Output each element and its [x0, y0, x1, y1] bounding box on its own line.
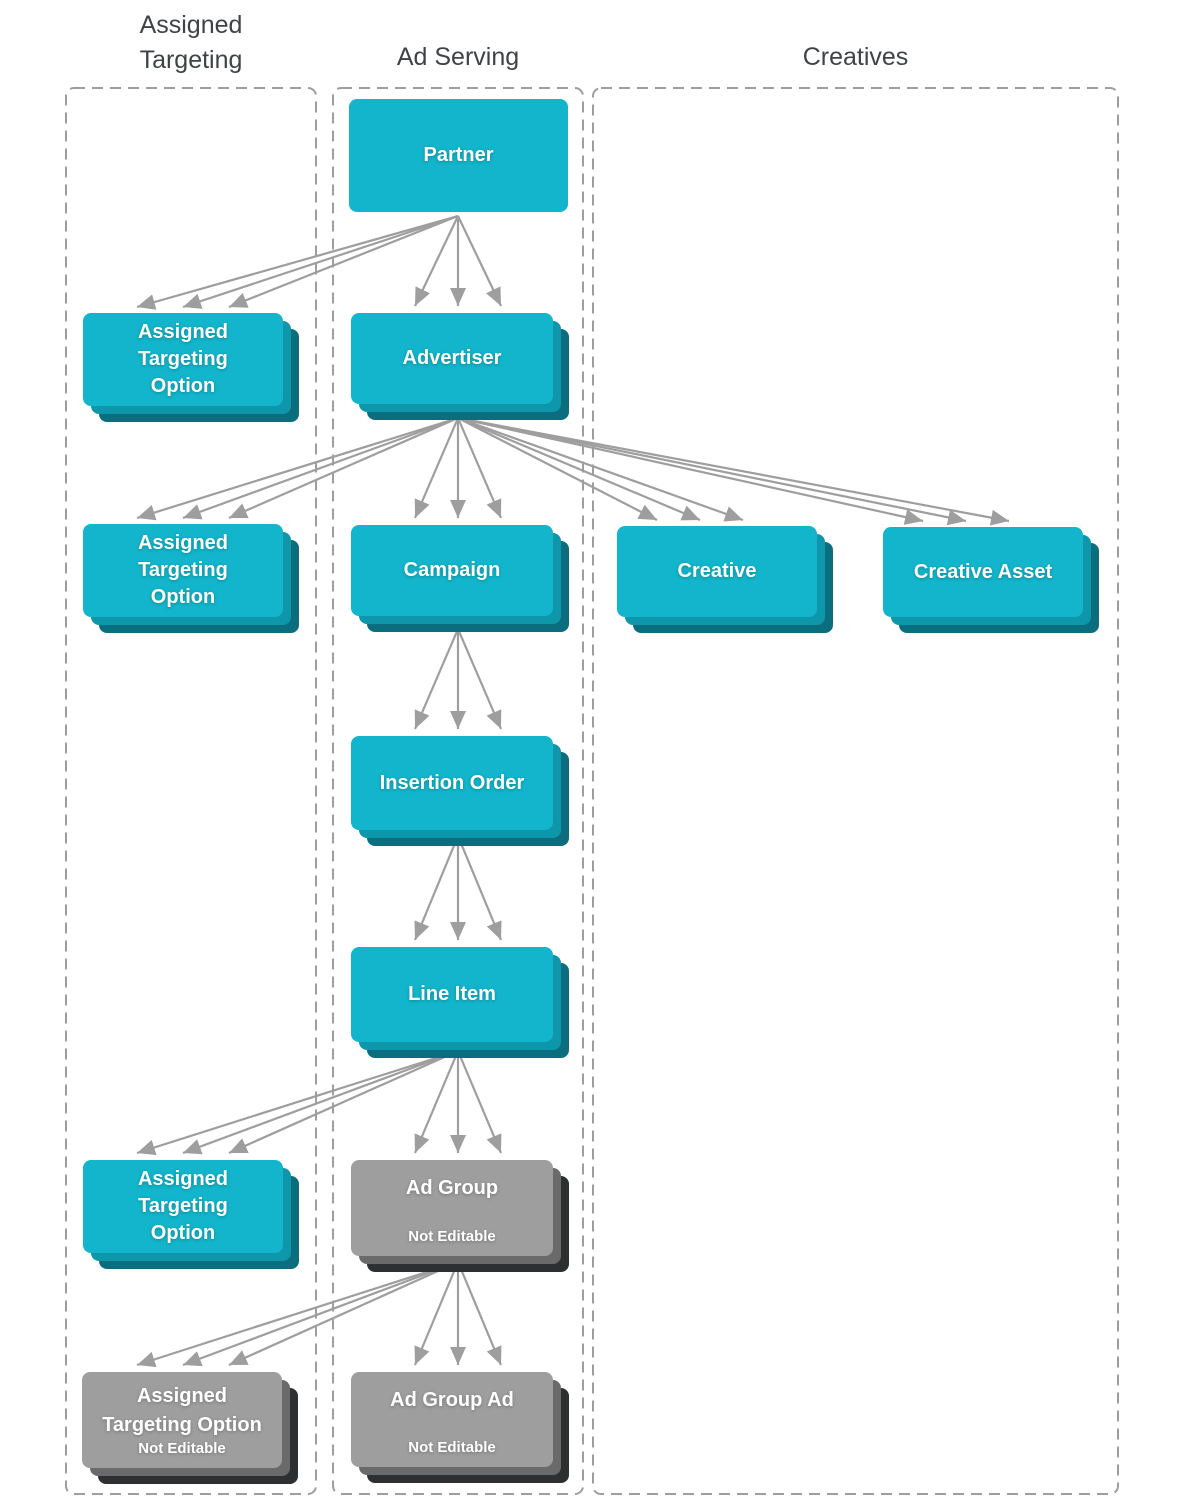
edges-ad-group-to-ad-group-ad	[413, 1261, 503, 1366]
node-creative-asset-label: Creative Asset	[913, 560, 1053, 583]
ato-line: Assigned	[137, 321, 229, 343]
node-ad-group-ad: Ad Group Ad Not Editable	[351, 1372, 553, 1467]
column-border-ad-serving	[332, 87, 584, 1495]
ato-line: Targeting Option	[102, 1413, 262, 1436]
ato-line: Option	[150, 375, 216, 397]
ato-line: Targeting	[138, 348, 228, 370]
edges-campaign-to-insertion-order	[413, 628, 503, 730]
node-ad-group-ad-status: Not Editable	[408, 1439, 496, 1456]
node-advertiser-label: Advertiser	[402, 347, 502, 369]
edges-advertiser-to-creative-asset	[457, 416, 1010, 526]
ato-line: Targeting	[138, 1195, 228, 1217]
column-title-ad-serving: Ad Serving	[396, 43, 520, 71]
ato-line: Assigned	[136, 1385, 228, 1407]
ato-line: Option	[150, 586, 216, 608]
ato-line: Assigned	[137, 1168, 229, 1190]
node-ad-group-ad-label: Ad Group Ad	[390, 1389, 514, 1411]
node-insertion-order-label: Insertion Order	[379, 771, 525, 794]
column-border-creatives	[592, 87, 1119, 1495]
node-advertiser: Advertiser	[351, 313, 553, 404]
node-partner-label: Partner	[423, 144, 494, 166]
edges-ad-group-to-assigned-targeting-option	[136, 1260, 459, 1368]
ato-line: Assigned	[137, 532, 229, 554]
node-line-item-label: Line Item	[408, 983, 496, 1005]
node-insertion-order: Insertion Order	[351, 736, 553, 830]
edges-insertion-order-to-line-item	[413, 835, 503, 941]
node-line-item: Line Item	[351, 947, 553, 1042]
node-campaign-label: Campaign	[403, 559, 501, 581]
edges-line-item-to-ad-group	[413, 1050, 503, 1154]
ato-line: Option	[150, 1222, 216, 1244]
node-creative-label: Creative	[677, 560, 757, 582]
column-title-assigned-targeting: Assigned Targeting	[139, 11, 243, 74]
node-ad-group-label: Ad Group	[405, 1177, 499, 1199]
node-ad-group: Ad Group Not Editable	[351, 1160, 553, 1256]
edges-advertiser-to-campaign	[413, 417, 503, 519]
node-assigned-targeting-option-ad-group-status: Not Editable	[138, 1440, 226, 1457]
node-partner: Partner	[349, 99, 568, 212]
node-assigned-targeting-option-line-item: Assigned Targeting Option	[83, 1160, 283, 1253]
edges-partner-to-assigned-targeting-option	[136, 214, 459, 310]
edges-advertiser-to-creative	[457, 416, 744, 522]
edges-line-item-to-assigned-targeting-option	[136, 1049, 459, 1156]
node-ad-group-status: Not Editable	[408, 1228, 496, 1245]
node-creative-asset: Creative Asset	[883, 527, 1083, 617]
ato-line: Targeting	[138, 559, 228, 581]
node-assigned-targeting-option-partner: Assigned Targeting Option	[83, 313, 283, 406]
node-campaign: Campaign	[351, 525, 553, 616]
node-creative: Creative	[617, 526, 817, 617]
node-assigned-targeting-option-ad-group: Assigned Targeting Option Not Editable	[82, 1372, 282, 1468]
column-title-creatives: Creatives	[802, 43, 909, 71]
column-border-assigned-targeting	[65, 87, 317, 1495]
node-assigned-targeting-option-advertiser: Assigned Targeting Option	[83, 524, 283, 617]
edges-partner-to-advertiser	[414, 215, 502, 307]
edges-advertiser-to-assigned-targeting-option	[136, 416, 459, 521]
